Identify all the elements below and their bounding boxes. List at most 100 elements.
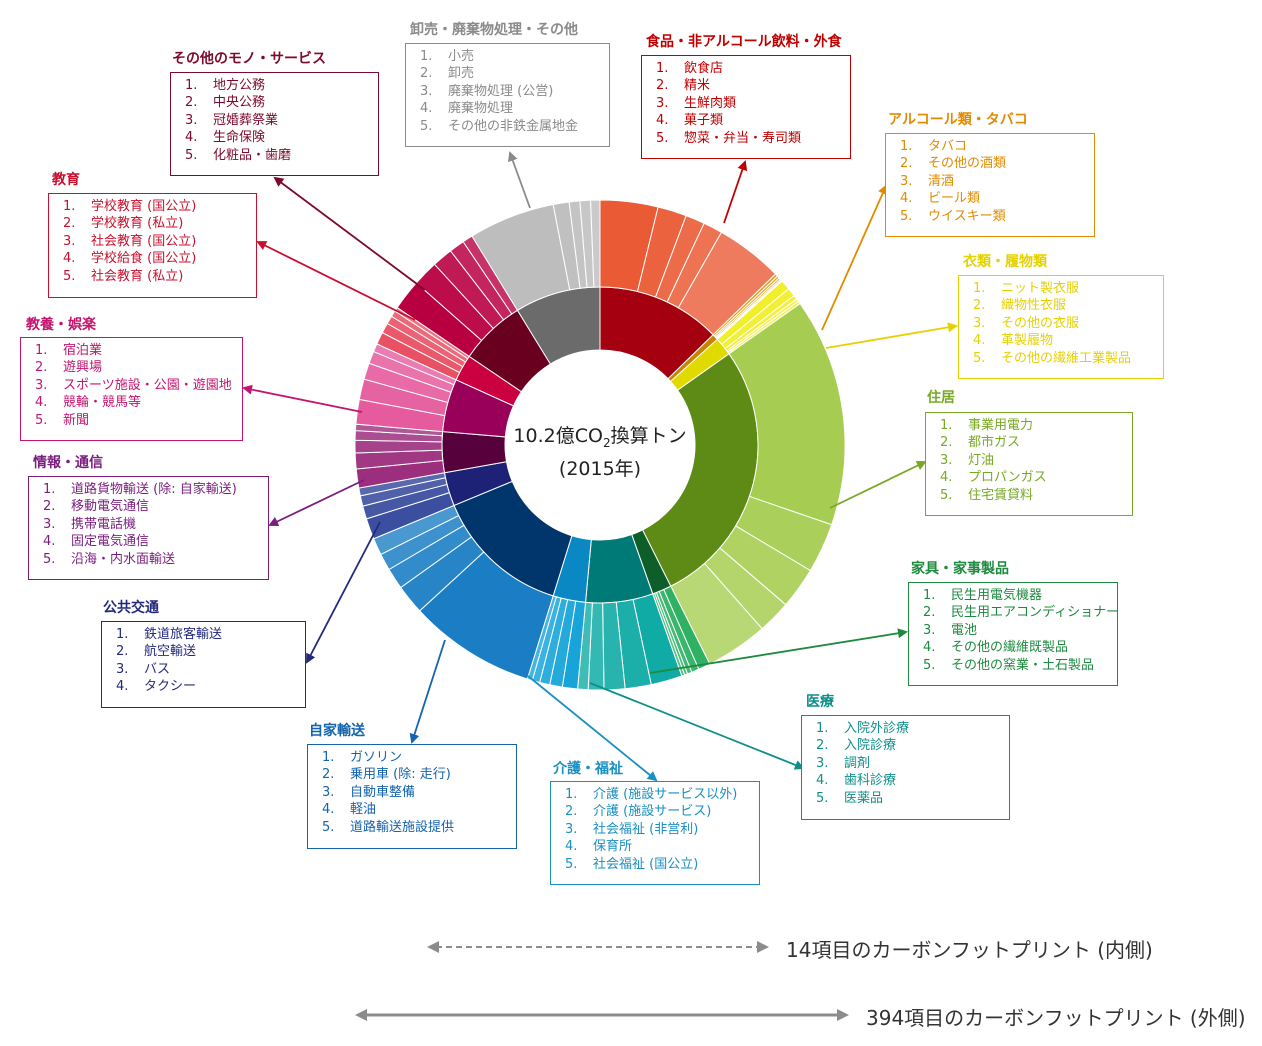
category-item-education-3: 3. 社会教育 (国公立): [63, 233, 248, 250]
item-label: 精米: [684, 78, 711, 94]
item-number: 1.: [816, 721, 829, 736]
item-label: 社会教育 (国公立): [91, 233, 197, 249]
item-label: 航空輸送: [144, 644, 197, 660]
category-title-food: 食品・非アルコール飲料・外食: [646, 34, 842, 50]
leader-arrow-transport: [306, 521, 381, 664]
item-label: ガソリン: [350, 750, 403, 765]
category-item-furniture-3: 3.電池: [923, 622, 1109, 639]
item-number: 3.: [973, 315, 986, 331]
category-item-info-2: 2.移動電気通信: [43, 498, 260, 515]
item-number: 1.: [900, 139, 913, 154]
item-number: 2.: [656, 78, 669, 94]
item-number: 5.: [322, 819, 335, 835]
category-item-alcohol-1: 1.タバコ: [900, 138, 1086, 155]
item-label: 小売: [448, 49, 475, 64]
item-number: 4.: [565, 839, 578, 855]
category-item-retail-2: 2.卸売: [420, 65, 601, 82]
category-item-leisure-1: 1.宿泊業: [35, 342, 234, 359]
item-number: 5.: [940, 487, 953, 503]
item-number: 4.: [322, 802, 335, 818]
item-label: その他の非鉄金属地金: [448, 118, 579, 134]
legend-outer-label: 394項目のカーボンフットプリント (外側): [866, 1006, 1246, 1030]
item-label: 移動電気通信: [71, 499, 150, 515]
leader-arrow-welfare: [527, 675, 658, 782]
category-title-transport: 公共交通: [103, 600, 159, 616]
category-item-car-2: 2.乗用車 (除: 走行): [322, 766, 508, 783]
item-number: 3.: [565, 821, 578, 837]
item-label: 歯科診療: [844, 773, 897, 789]
item-label: 飲食店: [684, 61, 724, 76]
category-title-info: 情報・通信: [33, 455, 103, 471]
item-number: 2.: [116, 644, 129, 660]
center-label-main: 10.2億CO: [513, 425, 603, 447]
item-label: 住宅賃貸料: [968, 487, 1034, 503]
category-item-housing-1: 1.事業用電力: [940, 417, 1124, 434]
center-label-year: (2015年): [558, 457, 642, 480]
category-item-medical-4: 4.歯科診療: [816, 772, 1001, 789]
item-number: 2.: [900, 156, 913, 172]
category-item-other-5: 5.化粧品・歯磨: [185, 147, 370, 164]
item-number: 3.: [116, 661, 129, 677]
category-item-other-4: 4.生命保険: [185, 129, 370, 146]
item-label: 入院診療: [844, 738, 897, 754]
category-item-furniture-5: 5.その他の窯業・土石製品: [923, 657, 1109, 674]
leader-arrow-medical: [589, 682, 805, 770]
category-item-clothing-5: 5.その他の繊維工業製品: [973, 350, 1155, 367]
category-item-medical-1: 1. 入院外診療: [816, 720, 1001, 737]
category-item-car-5: 5.道路輸送施設提供: [322, 819, 508, 836]
item-label: 社会福祉 (非営利): [593, 821, 699, 837]
item-label: その他の繊維工業製品: [1001, 350, 1132, 366]
category-item-leisure-3: 3.スポーツ施設・公園・遊園地: [35, 377, 234, 394]
item-label: 民生用エアコンディショナー: [951, 605, 1120, 621]
category-item-food-5: 5.惣菜・弁当・寿司類: [656, 130, 842, 147]
category-box-welfare: 1.介護 (施設サービス以外)2.介護 (施設サービス)3.社会福祉 (非営利)…: [550, 781, 760, 885]
item-number: 3.: [63, 233, 76, 249]
item-label: 介護 (施設サービス以外): [593, 787, 738, 802]
category-item-welfare-1: 1.介護 (施設サービス以外): [565, 786, 751, 803]
category-item-food-4: 4.菓子類: [656, 112, 842, 129]
item-number: 2.: [63, 216, 76, 232]
item-number: 2.: [973, 298, 986, 314]
item-number: 2.: [565, 804, 578, 820]
item-number: 5.: [565, 856, 578, 872]
item-label: 医薬品: [844, 790, 884, 806]
category-item-education-4: 4.学校給食 (国公立): [63, 250, 248, 267]
item-label: 事業用電力: [968, 418, 1034, 433]
item-label: 学校教育 (私立): [91, 216, 184, 232]
item-number: 1.: [35, 343, 48, 358]
item-number: 2.: [322, 767, 335, 783]
item-number: 5.: [43, 551, 56, 567]
category-item-info-5: 5. 沿海・内水面輸送: [43, 551, 260, 568]
category-item-welfare-4: 4.保育所: [565, 838, 751, 855]
item-label: 沿海・内水面輸送: [71, 551, 176, 567]
item-number: 2.: [923, 605, 936, 621]
item-label: 生命保険: [213, 130, 266, 146]
category-item-alcohol-5: 5.ウイスキー類: [900, 208, 1086, 225]
item-number: 2.: [185, 95, 198, 111]
item-label: 社会福祉 (国公立): [593, 856, 699, 872]
item-number: 3.: [185, 112, 198, 128]
category-box-education: 1.学校教育 (国公立)2.学校教育 (私立)3.社会教育 (国公立)4.学校給…: [48, 193, 257, 298]
center-label-tail: 換算トン: [610, 425, 687, 447]
item-label: 化粧品・歯磨: [213, 147, 292, 163]
item-label: ウイスキー類: [928, 208, 1006, 224]
item-number: 1.: [116, 627, 129, 642]
item-number: 1.: [43, 482, 56, 497]
category-item-housing-2: 2.都市ガス: [940, 434, 1124, 451]
leader-arrow-education: [256, 241, 416, 321]
item-label: 入院外診療: [844, 721, 910, 736]
leader-arrow-car: [409, 639, 446, 744]
item-number: 3.: [923, 622, 936, 638]
category-item-housing-4: 4.プロパンガス: [940, 469, 1124, 486]
leader-arrow-info: [268, 479, 365, 527]
category-item-other-3: 3.冠婚葬祭業: [185, 112, 370, 129]
item-number: 1.: [63, 199, 76, 214]
category-item-clothing-4: 4.革製履物: [973, 332, 1155, 349]
item-number: 5.: [923, 657, 936, 673]
item-number: 3.: [43, 516, 56, 532]
